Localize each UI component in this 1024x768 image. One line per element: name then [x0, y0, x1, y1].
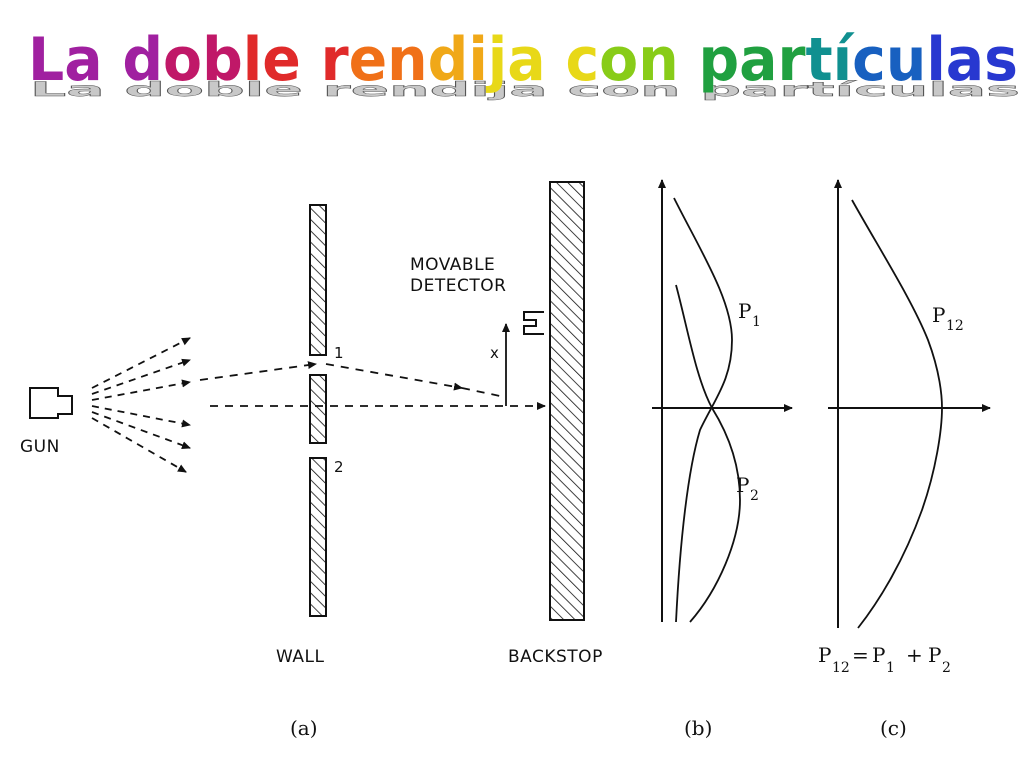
spray-arrow: [91, 379, 191, 401]
wall-middle-segment: [309, 374, 327, 444]
particle-spray: [91, 337, 191, 473]
wall-upper-segment: [309, 204, 327, 356]
title-char: j: [486, 25, 507, 95]
p1-subscript: 1: [752, 314, 761, 330]
title-char: u: [886, 25, 926, 95]
title-char: e: [349, 25, 388, 95]
title-char: n: [387, 25, 427, 95]
p2-curve: [675, 284, 741, 623]
title-char: a: [946, 25, 984, 95]
p1-label: P: [738, 299, 751, 323]
gun-label: GUN: [20, 437, 60, 457]
formula-p12-subscript: 12: [832, 660, 850, 676]
movable-detector: MOVABLE DETECTOR x: [410, 255, 544, 406]
p12-label: P: [932, 303, 945, 327]
particle-path: [199, 361, 546, 410]
title-char: o: [599, 25, 638, 95]
path-from-slit-arrow: [325, 363, 463, 391]
formula-plus: +: [906, 643, 923, 667]
backstop: BACKSTOP: [508, 181, 603, 667]
panel-b-label: (b): [684, 716, 712, 740]
p1-curve: [673, 197, 733, 623]
panel-a-label: (a): [290, 716, 318, 740]
title-char: L: [28, 25, 64, 95]
title-char: l: [926, 25, 945, 95]
spray-arrow: [91, 417, 187, 473]
title-char: p: [698, 25, 739, 95]
detector-label-line2: DETECTOR: [410, 276, 506, 296]
formula-p2-letter: P: [928, 643, 941, 667]
title-shadow: La doble rendija con partículas: [30, 78, 1020, 100]
title-char: d: [428, 25, 469, 95]
page-title: La doble rendija con partículas La doble…: [28, 25, 1020, 101]
title-char: [103, 25, 123, 95]
backstop-wall: [549, 181, 585, 621]
formula-p12-letter: P: [818, 643, 831, 667]
wall-lower-segment: [309, 457, 327, 617]
title-char: s: [984, 25, 1018, 95]
panel-b-graph: P 1 P 2 (b): [652, 179, 793, 740]
x-axis-label: x: [490, 344, 499, 362]
title-char: l: [243, 25, 262, 95]
title-char: b: [202, 25, 243, 95]
slit-1-label: 1: [334, 344, 344, 362]
title-char: d: [122, 25, 163, 95]
title-char: [679, 25, 699, 95]
formula-equals: =: [852, 643, 869, 667]
title-char: e: [262, 25, 301, 95]
formula-p1-letter: P: [872, 643, 885, 667]
spray-arrow: [91, 411, 191, 449]
title-char: i: [468, 25, 487, 95]
title-char: o: [163, 25, 202, 95]
backstop-label: BACKSTOP: [508, 647, 603, 667]
formula-p2-subscript: 2: [942, 660, 951, 676]
title-char: a: [739, 25, 777, 95]
title-char: r: [777, 25, 805, 95]
formula-p1-subscript: 1: [886, 660, 895, 676]
title-char: [301, 25, 321, 95]
panel-c-graph: P 12 P 12 = P 1 + P 2 (c): [818, 179, 991, 740]
title-char: c: [565, 25, 599, 95]
gun-icon: [29, 387, 73, 419]
title-char: r: [321, 25, 349, 95]
p2-label: P: [736, 473, 749, 497]
panel-c-label: (c): [880, 716, 907, 740]
wall: 1 2 WALL: [276, 204, 344, 667]
spray-arrow: [91, 358, 191, 395]
formula-p12: P 12 = P 1 + P 2: [818, 643, 951, 676]
spray-arrow: [91, 337, 191, 389]
gun: GUN: [20, 387, 73, 457]
detector-label-line1: MOVABLE: [410, 255, 495, 275]
slit-2-label: 2: [334, 458, 344, 476]
title-char: t: [806, 25, 833, 95]
p2-subscript: 2: [750, 488, 759, 504]
title-char: [546, 25, 566, 95]
title-char: a: [64, 25, 102, 95]
p12-subscript: 12: [946, 318, 964, 334]
path-end-segment: [461, 387, 501, 397]
title-text: La doble rendija con partículas: [28, 25, 1018, 95]
path-to-slit-arrow: [199, 361, 317, 381]
title-char: í: [833, 25, 856, 95]
spray-arrow: [91, 405, 191, 428]
detector-icon: [523, 311, 544, 335]
wall-label: WALL: [276, 647, 324, 667]
p12-curve: [851, 199, 943, 629]
title-char: n: [638, 25, 678, 95]
title-char: c: [852, 25, 886, 95]
title-char: a: [507, 25, 545, 95]
